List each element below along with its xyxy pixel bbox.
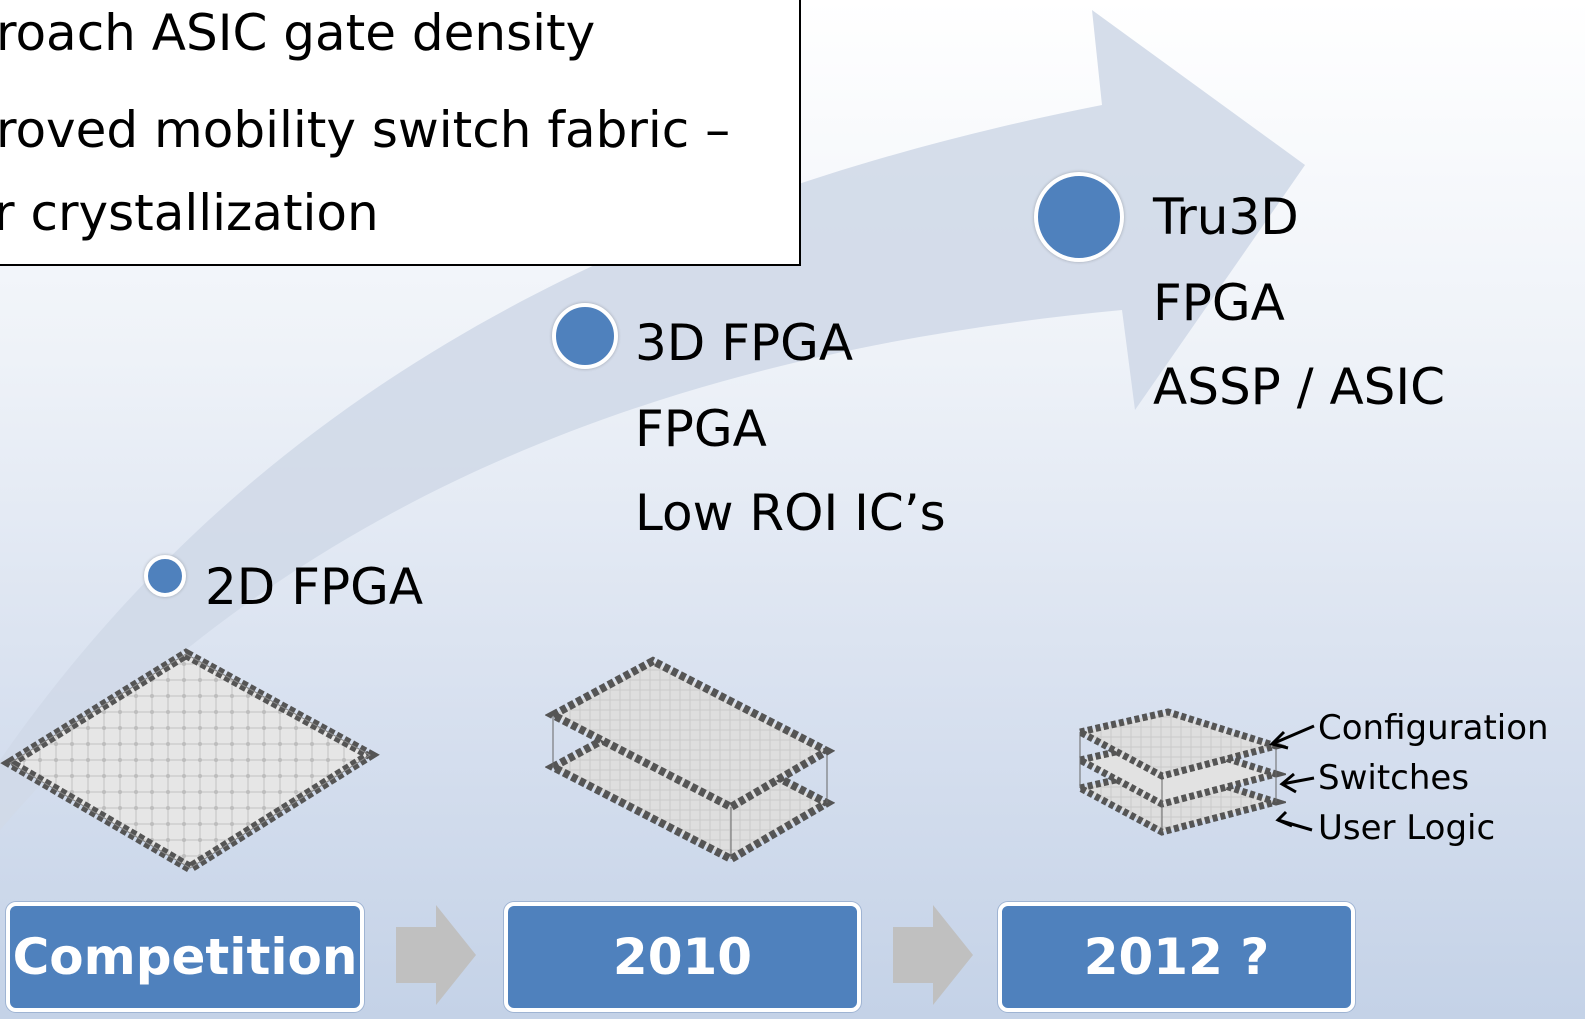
two-layer-chip-icon xyxy=(545,656,835,864)
milestone-dot-small xyxy=(144,555,186,597)
milestone-label-fpga: FPGA xyxy=(635,400,767,458)
three-layer-chip-icon xyxy=(1076,708,1286,836)
milestone-label-tru3d: Tru3D xyxy=(1153,188,1299,246)
timeline-box-competition: Competition xyxy=(6,902,364,1012)
timeline-box-2010: 2010 xyxy=(504,902,861,1012)
layer-pointer-arrows xyxy=(1269,724,1315,832)
milestone-dot-large xyxy=(1034,172,1124,262)
stack-label-user-logic: User Logic xyxy=(1318,808,1496,848)
milestone-dot-medium xyxy=(552,303,618,369)
chevron-right-icon xyxy=(893,905,973,1005)
callout-line-switch-fabric: roved mobility switch fabric – xyxy=(0,101,731,159)
milestone-label-2d-fpga: 2D FPGA xyxy=(205,558,424,616)
timeline-box-2012: 2012 ? xyxy=(998,902,1355,1012)
stack-label-configuration: Configuration xyxy=(1318,708,1549,748)
feature-callout-box: roach ASIC gate density roved mobility s… xyxy=(0,0,801,266)
chevron-right-icon xyxy=(396,905,476,1005)
callout-line-gate-density: roach ASIC gate density xyxy=(0,4,596,62)
milestone-label-low-roi: Low ROI IC’s xyxy=(635,484,946,542)
milestone-label-3d-fpga: 3D FPGA xyxy=(635,314,854,372)
milestone-label-assp-asic: ASSP / ASIC xyxy=(1153,358,1446,416)
milestone-label-fpga: FPGA xyxy=(1153,274,1285,332)
single-layer-chip-icon xyxy=(0,648,380,874)
callout-line-crystallization: r crystallization xyxy=(0,184,379,242)
stack-label-switches: Switches xyxy=(1318,758,1470,798)
